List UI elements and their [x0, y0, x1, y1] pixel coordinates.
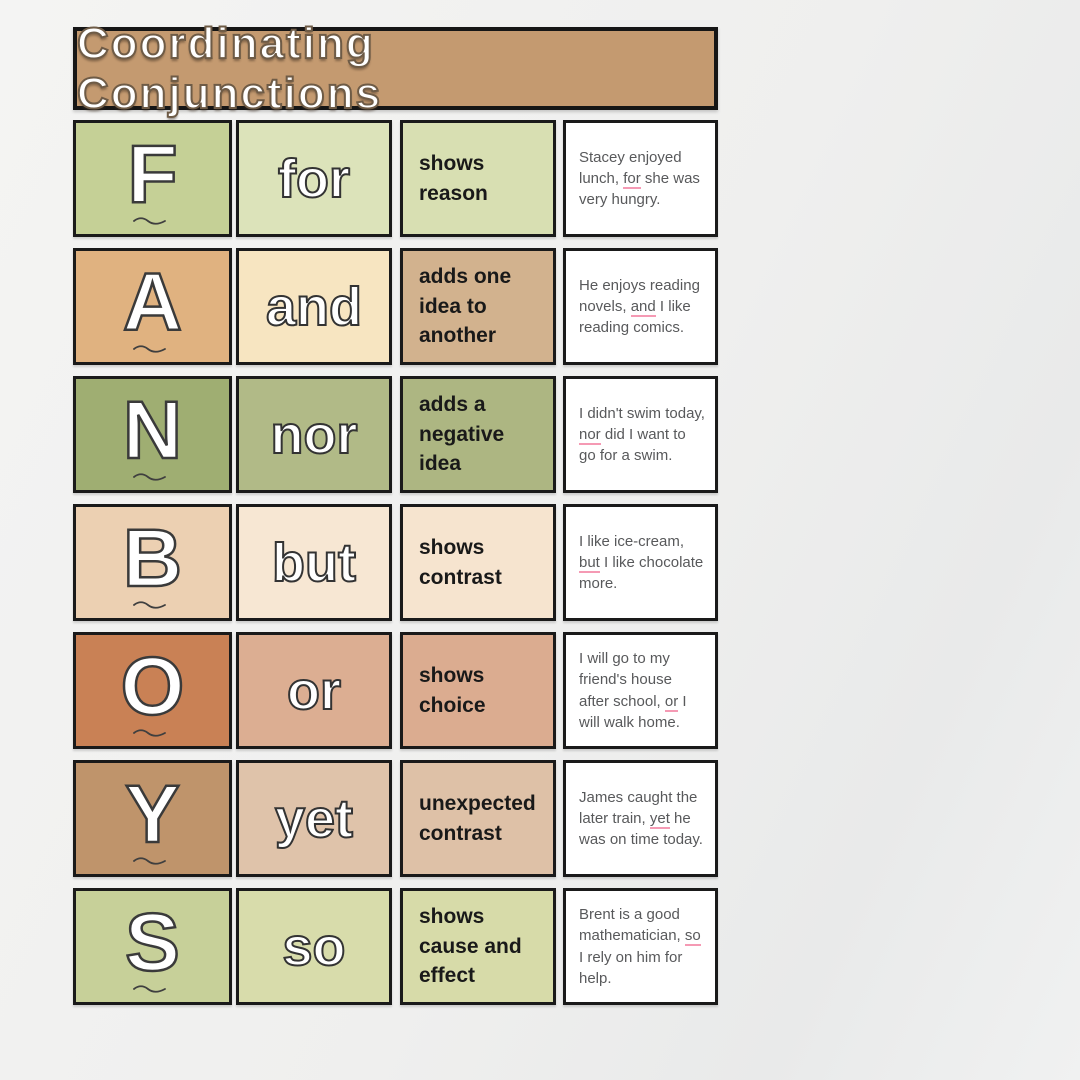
conjunction-row: F for shows reason Stacey enjoyed lunch,… — [73, 120, 718, 237]
letter-text: Y — [124, 768, 181, 860]
example-conjunction: for — [623, 169, 641, 189]
example-conjunction: and — [630, 297, 656, 317]
example-cell: He enjoys reading novels, and I like rea… — [563, 248, 718, 365]
letter-text: F — [126, 128, 179, 220]
example-conjunction: yet — [649, 809, 670, 829]
example-cell: Stacey enjoyed lunch, for she was very h… — [563, 120, 718, 237]
example-post: I rely on him for help. — [579, 948, 683, 987]
word-text: so — [281, 916, 346, 977]
conjunction-row: A and adds one idea to another He enjoys… — [73, 248, 718, 365]
function-text: adds a negative idea — [419, 392, 505, 476]
word-cell: so — [236, 888, 392, 1005]
function-cell: adds one idea to another — [400, 248, 556, 365]
example-text: I will go to my friend's house after sch… — [579, 648, 705, 733]
squiggle-icon — [132, 985, 166, 993]
word-cell: and — [236, 248, 392, 365]
function-text: adds one idea to another — [419, 264, 512, 348]
letter-text: A — [122, 256, 184, 348]
example-text: He enjoys reading novels, and I like rea… — [579, 275, 705, 339]
function-text: shows choice — [419, 663, 486, 717]
word-text: yet — [274, 788, 354, 849]
squiggle-icon — [132, 345, 166, 353]
word-cell: for — [236, 120, 392, 237]
function-text: shows cause and effect — [419, 904, 522, 988]
rows: F for shows reason Stacey enjoyed lunch,… — [73, 120, 718, 1005]
word-text: but — [271, 532, 357, 593]
poster-title-bar: Coordinating Conjunctions — [73, 18, 718, 119]
example-pre: He enjoys reading novels, — [579, 276, 700, 315]
word-text: nor — [270, 404, 359, 465]
letter-cell: F — [73, 120, 232, 237]
word-text: for — [277, 148, 351, 209]
function-cell: adds a negative idea — [400, 376, 556, 493]
example-pre: I didn't swim today, — [579, 404, 705, 422]
word-cell: but — [236, 504, 392, 621]
example-conjunction: so — [684, 927, 701, 947]
function-text: unexpected contrast — [419, 791, 536, 845]
conjunction-row: Y yet unexpected contrast James caught t… — [73, 760, 718, 877]
letter-cell: S — [73, 888, 232, 1005]
example-cell: James caught the later train, yet he was… — [563, 760, 718, 877]
squiggle-icon — [132, 729, 166, 737]
example-cell: I will go to my friend's house after sch… — [563, 632, 718, 749]
word-cell: nor — [236, 376, 392, 493]
example-post: he was on time today. — [579, 809, 703, 849]
example-post: she was very hungry. — [579, 169, 700, 209]
letter-text: B — [122, 512, 184, 604]
word-cell: or — [236, 632, 392, 749]
conjunction-row: N nor adds a negative idea I didn't swim… — [73, 376, 718, 493]
conjunction-row: B but shows contrast I like ice-cream, b… — [73, 504, 718, 621]
example-text: Brent is a good mathematician, so I rely… — [579, 904, 705, 989]
example-cell: I didn't swim today, nor did I want to g… — [563, 376, 718, 493]
function-text: shows reason — [419, 151, 488, 205]
function-text: shows contrast — [419, 535, 502, 589]
example-cell: Brent is a good mathematician, so I rely… — [563, 888, 718, 1005]
letter-text: O — [119, 640, 185, 732]
example-pre: Brent is a good mathematician, — [579, 905, 685, 945]
example-post: I like chocolate more. — [579, 553, 704, 593]
squiggle-icon — [132, 217, 166, 225]
conjunction-row: O or shows choice I will go to my friend… — [73, 632, 718, 749]
function-cell: shows reason — [400, 120, 556, 237]
example-cell: I like ice-cream, but I like chocolate m… — [563, 504, 718, 621]
example-pre: I will go to my friend's house after sch… — [579, 649, 672, 710]
word-cell: yet — [236, 760, 392, 877]
letter-cell: A — [73, 248, 232, 365]
example-conjunction: but — [579, 553, 600, 573]
example-post: I like reading comics. — [579, 297, 691, 337]
function-cell: shows cause and effect — [400, 888, 556, 1005]
example-conjunction: nor — [579, 425, 601, 445]
function-cell: shows contrast — [400, 504, 556, 621]
squiggle-icon — [132, 857, 166, 865]
function-cell: shows choice — [400, 632, 556, 749]
example-conjunction: or — [664, 692, 679, 712]
example-text: I didn't swim today, nor did I want to g… — [579, 403, 705, 467]
squiggle-icon — [132, 601, 166, 609]
letter-cell: O — [73, 632, 232, 749]
word-text: or — [286, 660, 342, 721]
example-pre: James caught the later train, — [579, 788, 698, 827]
example-post: did I want to go for a swim. — [579, 425, 686, 465]
example-pre: I like ice-cream, — [579, 532, 685, 550]
letter-text: N — [122, 384, 184, 476]
poster-title: Coordinating Conjunctions — [76, 18, 383, 119]
example-pre: Stacey enjoyed lunch, — [579, 148, 682, 187]
letter-text: S — [124, 896, 181, 988]
conjunctions-poster: Coordinating Conjunctions F for shows re… — [73, 18, 718, 1016]
squiggle-icon — [132, 473, 166, 481]
example-post: I will walk home. — [579, 692, 687, 731]
word-text: and — [265, 276, 363, 337]
conjunction-row: S so shows cause and effect Brent is a g… — [73, 888, 718, 1005]
letter-cell: B — [73, 504, 232, 621]
example-text: I like ice-cream, but I like chocolate m… — [579, 531, 705, 595]
letter-cell: Y — [73, 760, 232, 877]
example-text: Stacey enjoyed lunch, for she was very h… — [579, 147, 705, 211]
example-text: James caught the later train, yet he was… — [579, 787, 705, 851]
letter-cell: N — [73, 376, 232, 493]
function-cell: unexpected contrast — [400, 760, 556, 877]
